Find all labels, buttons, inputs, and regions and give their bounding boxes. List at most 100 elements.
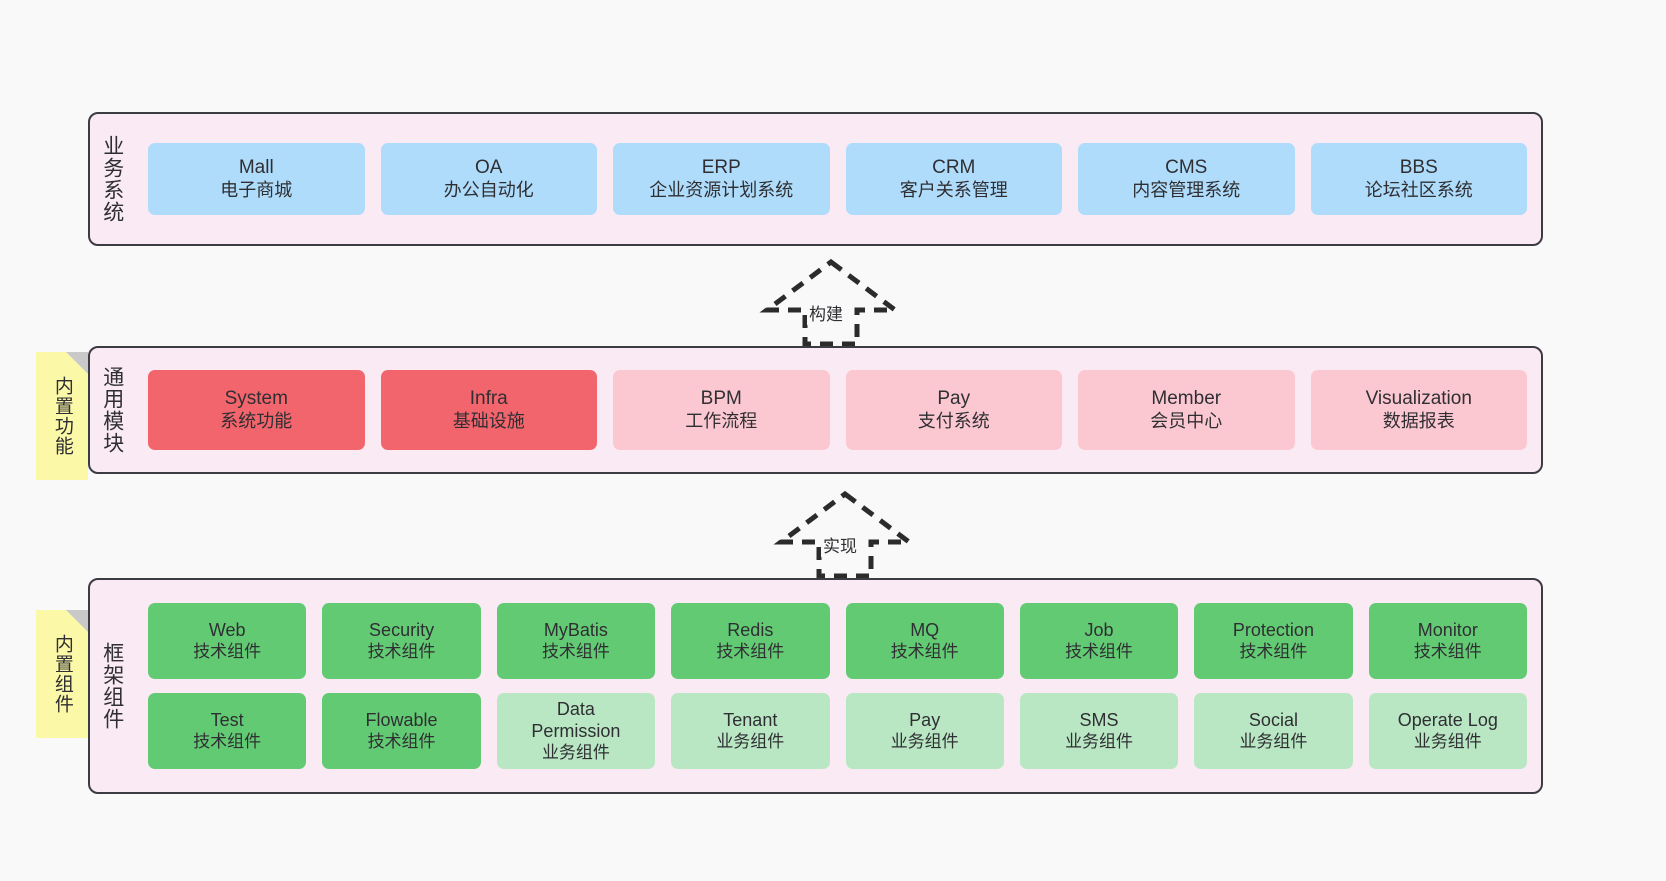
node-mall[interactable]: Mall 电子商城: [148, 143, 365, 215]
connector-build-label: 构建: [807, 300, 845, 325]
node-web-cn: 技术组件: [193, 641, 262, 661]
node-data-permission-cn: 业务组件: [541, 742, 610, 762]
connector-build-arrow: [759, 258, 903, 347]
node-infra-cn: 基础设施: [452, 410, 525, 431]
node-erp-en: ERP: [701, 157, 741, 179]
node-flowable-en: Flowable: [365, 709, 438, 730]
node-crm-cn: 客户关系管理: [899, 179, 1008, 200]
node-pay-component-en: Pay: [909, 709, 941, 730]
node-redis-en: Redis: [727, 619, 774, 640]
node-data-permission[interactable]: Data Permission 业务组件: [496, 693, 656, 769]
node-security[interactable]: Security 技术组件: [322, 603, 481, 679]
node-member[interactable]: Member 会员中心: [1078, 370, 1295, 450]
node-cms-cn: 内容管理系统: [1132, 179, 1241, 200]
node-sms-en: SMS: [1079, 709, 1119, 730]
node-test-cn: 技术组件: [193, 731, 262, 751]
node-sms-cn: 业务组件: [1065, 731, 1134, 751]
node-visualization-cn: 数据报表: [1382, 410, 1455, 431]
note-fold-corner-icon: [66, 352, 88, 374]
node-flowable-cn: 技术组件: [367, 731, 436, 751]
framework-business-row: Test 技术组件 Flowable 技术组件 Data Permission …: [148, 693, 1527, 769]
node-crm[interactable]: CRM 客户关系管理: [845, 143, 1062, 215]
node-member-en: Member: [1151, 388, 1222, 410]
node-monitor-cn: 技术组件: [1413, 641, 1482, 661]
layer-business-system: 业务系统 Mall 电子商城 OA 办公自动化 ERP 企业资源计划系统 CRM…: [88, 112, 1543, 246]
node-redis-cn: 技术组件: [716, 641, 785, 661]
node-web-en: Web: [208, 619, 246, 640]
node-erp[interactable]: ERP 企业资源计划系统: [613, 143, 830, 215]
node-protection-cn: 技术组件: [1239, 641, 1308, 661]
node-visualization[interactable]: Visualization 数据报表: [1310, 370, 1527, 450]
node-mq-cn: 技术组件: [890, 641, 959, 661]
node-mq-en: MQ: [910, 619, 940, 640]
node-pay-component[interactable]: Pay 业务组件: [845, 693, 1004, 769]
node-pay-module-en: Pay: [937, 388, 971, 410]
node-operate-log-en: Operate Log: [1397, 709, 1498, 730]
node-protection-en: Protection: [1232, 619, 1314, 640]
node-flowable[interactable]: Flowable 技术组件: [322, 693, 481, 769]
node-test[interactable]: Test 技术组件: [148, 693, 307, 769]
node-social-cn: 业务组件: [1239, 731, 1308, 751]
node-infra[interactable]: Infra 基础设施: [380, 370, 597, 450]
node-system[interactable]: System 系统功能: [148, 370, 365, 450]
node-monitor[interactable]: Monitor 技术组件: [1368, 603, 1527, 679]
node-redis[interactable]: Redis 技术组件: [671, 603, 830, 679]
framework-tech-row: Web 技术组件 Security 技术组件 MyBatis 技术组件 Redi…: [148, 603, 1527, 679]
connector-build: 构建: [756, 256, 906, 348]
node-job-en: Job: [1084, 619, 1114, 640]
node-web[interactable]: Web 技术组件: [148, 603, 307, 679]
node-protection[interactable]: Protection 技术组件: [1194, 603, 1353, 679]
node-system-en: System: [224, 388, 288, 410]
node-bpm-en: BPM: [700, 388, 742, 410]
node-mybatis[interactable]: MyBatis 技术组件: [496, 603, 656, 679]
note-builtin-function: 内置功能: [36, 352, 88, 480]
note-builtin-function-label: 内置功能: [51, 376, 73, 456]
node-bpm[interactable]: BPM 工作流程: [613, 370, 830, 450]
node-visualization-en: Visualization: [1365, 388, 1472, 410]
layer-title-common-module: 通用模块: [100, 366, 124, 454]
node-oa-en: OA: [475, 157, 503, 179]
node-mq[interactable]: MQ 技术组件: [845, 603, 1004, 679]
layer-title-business-system: 业务系统: [100, 135, 124, 223]
connector-implement-arrow: [773, 490, 917, 579]
node-security-cn: 技术组件: [367, 641, 436, 661]
node-job[interactable]: Job 技术组件: [1019, 603, 1179, 679]
node-tenant-en: Tenant: [723, 709, 778, 730]
note-builtin-component-label: 内置组件: [51, 634, 73, 714]
node-job-cn: 技术组件: [1065, 641, 1134, 661]
node-crm-en: CRM: [932, 157, 976, 179]
node-member-cn: 会员中心: [1150, 410, 1223, 431]
node-infra-en: Infra: [469, 388, 508, 410]
node-bbs-cn: 论坛社区系统: [1364, 179, 1473, 200]
node-cms[interactable]: CMS 内容管理系统: [1078, 143, 1295, 215]
layer-common-module: 通用模块 System 系统功能 Infra 基础设施 BPM 工作流程 Pay…: [88, 346, 1543, 474]
node-erp-cn: 企业资源计划系统: [649, 179, 794, 200]
node-pay-module[interactable]: Pay 支付系统: [845, 370, 1062, 450]
node-mall-en: Mall: [238, 157, 274, 179]
node-bbs[interactable]: BBS 论坛社区系统: [1310, 143, 1527, 215]
node-operate-log[interactable]: Operate Log 业务组件: [1368, 693, 1527, 769]
node-mybatis-en: MyBatis: [543, 619, 608, 640]
layer-framework-component: 框架组件 Web 技术组件 Security 技术组件 MyBatis 技术组件…: [88, 578, 1543, 794]
node-mybatis-cn: 技术组件: [541, 641, 610, 661]
node-social[interactable]: Social 业务组件: [1194, 693, 1353, 769]
node-monitor-en: Monitor: [1417, 619, 1478, 640]
node-cms-en: CMS: [1165, 157, 1208, 179]
node-tenant-cn: 业务组件: [716, 731, 785, 751]
note-fold-corner-icon: [66, 610, 88, 632]
node-test-en: Test: [210, 709, 244, 730]
node-oa-cn: 办公自动化: [443, 179, 534, 200]
node-tenant[interactable]: Tenant 业务组件: [671, 693, 830, 769]
node-system-cn: 系统功能: [220, 410, 293, 431]
connector-implement-label: 实现: [821, 532, 859, 557]
layer-title-framework-component: 框架组件: [100, 642, 124, 730]
node-pay-module-cn: 支付系统: [917, 410, 990, 431]
layer-body-common-module: System 系统功能 Infra 基础设施 BPM 工作流程 Pay 支付系统…: [134, 348, 1541, 472]
node-security-en: Security: [369, 619, 435, 640]
layer-body-business-system: Mall 电子商城 OA 办公自动化 ERP 企业资源计划系统 CRM 客户关系…: [134, 114, 1541, 244]
node-oa[interactable]: OA 办公自动化: [380, 143, 597, 215]
node-bbs-en: BBS: [1399, 157, 1438, 179]
connector-implement: 实现: [770, 488, 920, 580]
node-sms[interactable]: SMS 业务组件: [1019, 693, 1179, 769]
